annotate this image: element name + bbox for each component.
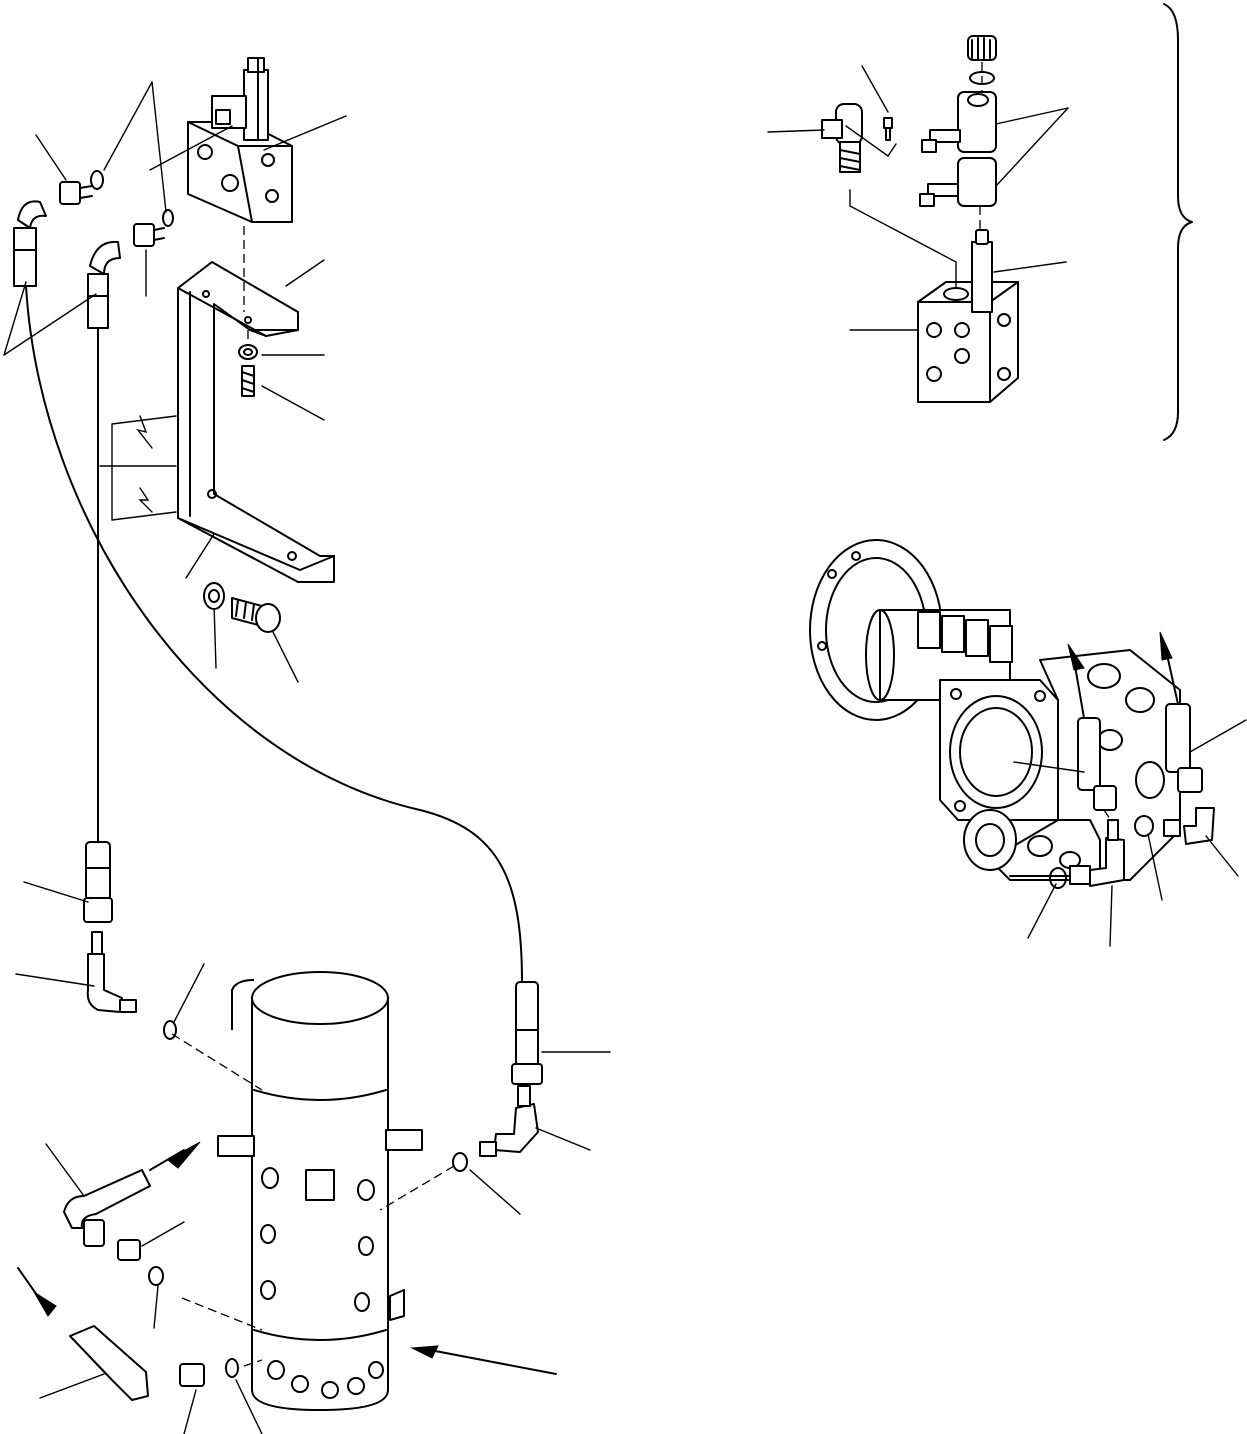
washer-and-bolt (185, 533, 281, 633)
hose-end-lower-left (83, 841, 177, 1040)
group-brace (1163, 3, 1193, 441)
leader-lines-bottom-right (1013, 719, 1247, 947)
adapter-upper (59, 181, 165, 247)
nut-and-bolt (238, 330, 258, 397)
o-ring-upper (90, 170, 174, 227)
leader-lines-top-right (767, 65, 1069, 331)
leader-lines-lower (15, 881, 611, 1434)
hydraulic-pump-assembly (809, 539, 1215, 889)
mounting-bracket (177, 226, 335, 583)
hose-elbow-upper (13, 200, 121, 329)
exploded-valve-detail (821, 35, 1019, 403)
leader-lines-upper (3, 81, 347, 683)
solenoid-valve-block (187, 57, 293, 223)
wall-section-symbol (99, 415, 177, 521)
hose-end-lower-right (452, 981, 543, 1172)
swivel-joint (171, 971, 455, 1411)
pilot-hose-left (17, 1141, 557, 1401)
hose-line-left (25, 285, 523, 983)
